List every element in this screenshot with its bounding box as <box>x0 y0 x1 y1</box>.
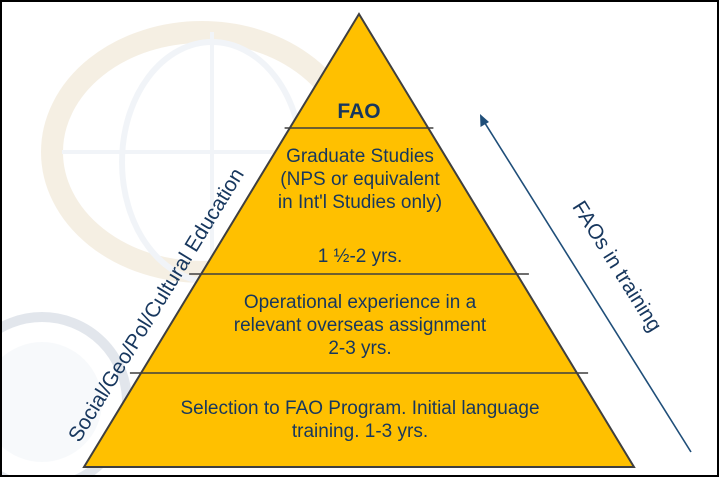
tier-operational-experience: Operational experience in a relevant ove… <box>233 292 487 359</box>
tier-apex-label: FAO <box>337 100 381 123</box>
arrow-head-icon <box>480 114 489 127</box>
tier-graduate-studies: Graduate Studies (NPS or equivalent in I… <box>277 146 443 213</box>
pyramid <box>82 12 636 468</box>
up-arrow <box>482 119 692 453</box>
tier-selection-program: Selection to FAO Program. Initial langua… <box>180 398 540 442</box>
tier-graduate-studies-duration: 1 ½-2 yrs. <box>317 246 403 267</box>
